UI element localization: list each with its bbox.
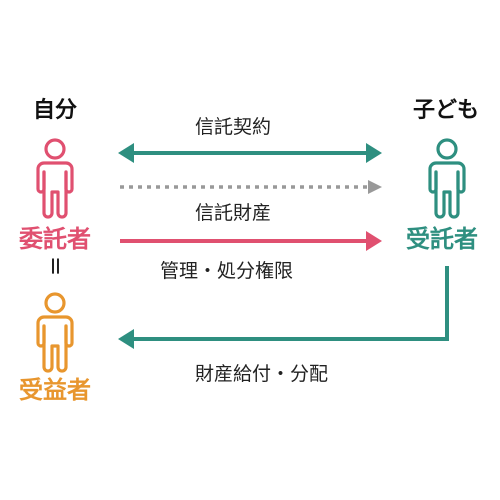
settlor-label: 委託者 <box>19 225 91 253</box>
trust-property-label: 信託財産 <box>195 202 272 224</box>
management-rights-label: 管理・処分権限 <box>160 260 294 282</box>
beneficiary-label: 受益者 <box>19 376 91 404</box>
trust-contract-label: 信託契約 <box>195 116 272 138</box>
dotted-arrow <box>120 180 382 194</box>
trust-property-arrow <box>120 231 382 251</box>
parent-heading: 自分 <box>33 98 78 123</box>
child-heading: 子ども <box>413 98 480 123</box>
beneficiary-person-icon <box>36 292 74 373</box>
trust-contract-arrow <box>118 143 382 163</box>
benefit-payment-label: 財産給付・分配 <box>195 363 329 385</box>
equals-sign: = <box>42 255 71 277</box>
trustee-label: 受託者 <box>406 225 478 253</box>
benefit-payment-arrow <box>118 266 449 349</box>
settlor-person-icon <box>36 138 74 219</box>
trustee-person-icon <box>428 138 466 219</box>
